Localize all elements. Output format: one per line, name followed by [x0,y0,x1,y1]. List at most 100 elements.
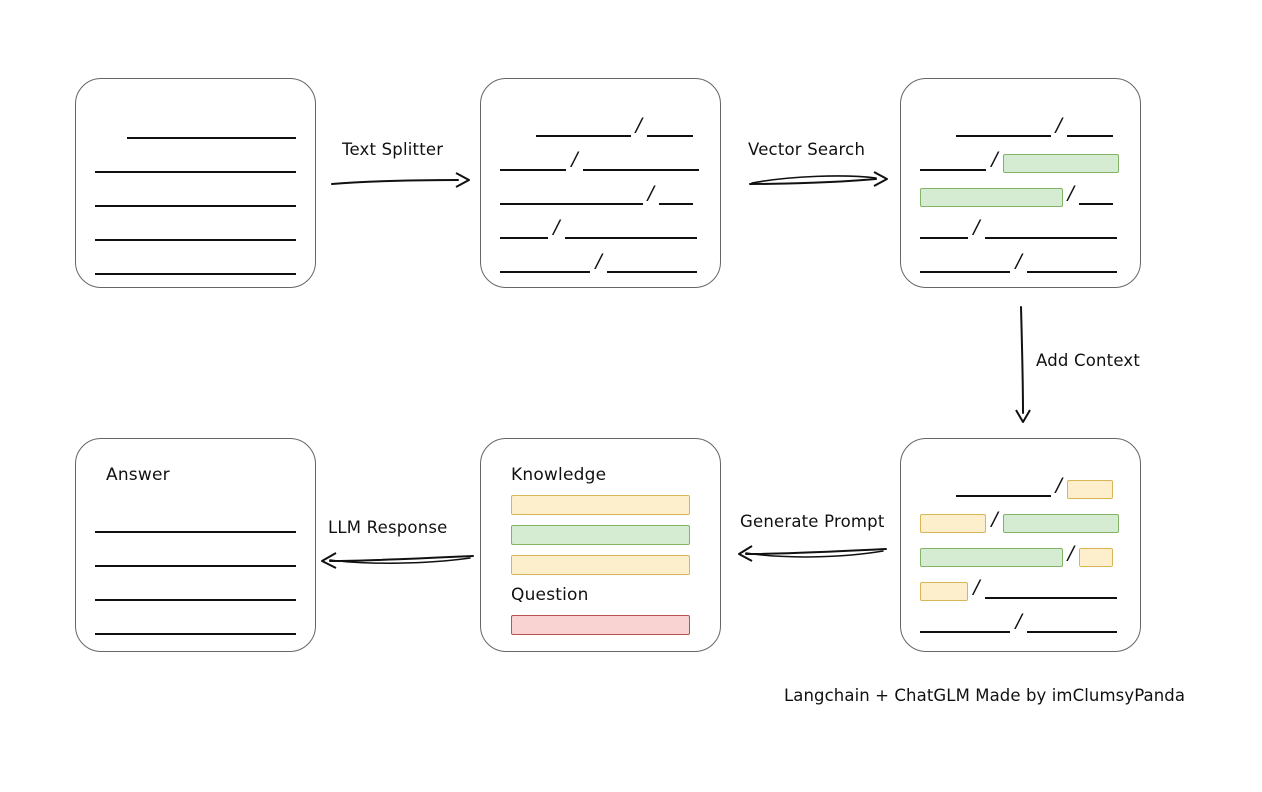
chunk-separator-slash: / [991,508,998,530]
text-line-row: / [920,508,1121,533]
text-line-row [95,511,296,533]
chunk-separator-slash: / [553,216,560,238]
text-line-row: / [920,183,1121,207]
highlighted-chunk-green [1002,154,1120,173]
text-line-row: / [920,115,1121,137]
text-line-row: / [920,217,1121,239]
text-line-segment [920,223,969,239]
text-line-segment [127,123,296,139]
text-line-row [95,253,296,275]
source-document-box[interactable] [75,78,316,288]
text-line-segment [984,583,1118,599]
text-line-row [95,613,296,635]
text-line-segment [920,155,987,171]
arrow-vector-search: Vector Search [748,140,888,190]
arrow-generate-prompt: Generate Prompt [738,512,893,562]
split-chunks-lines: / / / / / [500,79,701,287]
text-line-row: / [920,576,1121,601]
text-line-segment [956,481,1051,497]
text-line-segment [95,157,296,173]
split-chunks-box[interactable]: / / / / / [480,78,721,288]
prompt-bar-green [511,525,690,545]
line-indent-spacer [920,478,956,494]
chunk-separator-slash: / [571,148,578,170]
chunk-separator-slash: / [1055,114,1063,136]
text-line-row: / [920,611,1121,633]
arrow-vector-search-label: Vector Search [748,140,866,159]
highlighted-chunk-green [920,188,1063,207]
line-indent-spacer [95,120,127,136]
text-line-row [95,185,296,207]
text-line-segment [95,225,296,241]
text-line-segment [920,617,1011,633]
highlighted-chunk-yellow [920,514,987,533]
arrow-generate-prompt-line [738,545,887,562]
arrow-add-context: Add Context [1000,305,1170,425]
text-line-row: / [500,149,701,171]
text-line-row [95,545,296,567]
text-line-segment [95,259,296,275]
text-line-row: / [920,475,1121,499]
text-line-segment [647,121,694,137]
question-heading: Question [511,585,589,605]
knowledge-heading: Knowledge [511,465,607,485]
matched-chunks-box[interactable]: / / / / / [900,78,1141,288]
highlighted-chunk-green [920,548,1063,567]
arrow-text-splitter-label: Text Splitter [342,140,444,159]
chunk-separator-slash: / [973,576,980,598]
chunk-separator-slash: / [647,182,655,204]
chunk-separator-slash: / [1067,542,1075,564]
arrow-text-splitter-line [331,172,470,188]
arrow-llm-response: LLM Response [320,518,480,569]
text-line-segment [500,189,643,205]
prompt-bar-red [511,615,690,635]
text-line-row: / [920,251,1121,273]
prompt-bar-yellow [511,555,690,575]
text-line-row: / [920,149,1121,173]
text-line-segment [500,257,591,273]
text-line-segment [659,189,694,205]
text-line-segment [1079,189,1114,205]
text-line-segment [920,257,1011,273]
arrow-add-context-line [1015,306,1031,423]
text-line-segment [984,223,1118,239]
text-line-row [95,219,296,241]
highlighted-chunk-yellow [1067,480,1114,499]
text-line-segment [582,155,700,171]
context-chunks-box[interactable]: / / / / / [900,438,1141,652]
text-line-row [95,579,296,601]
highlighted-chunk-green [1002,514,1120,533]
chunk-separator-slash: / [973,216,980,238]
text-line-segment [95,517,296,533]
text-line-segment [606,257,698,273]
context-chunks-lines: / / / / / [920,439,1121,651]
text-line-row: / [500,115,701,137]
text-line-segment [536,121,631,137]
text-line-segment [956,121,1051,137]
footer-credit: Langchain + ChatGLM Made by imClumsyPand… [784,686,1186,705]
text-line-segment [564,223,698,239]
matched-chunks-lines: / / / / / [920,79,1121,287]
arrow-generate-prompt-label: Generate Prompt [740,512,885,531]
highlighted-chunk-yellow [1079,548,1114,567]
chunk-separator-slash: / [635,114,643,136]
text-line-row: / [500,251,701,273]
text-line-segment [95,551,296,567]
text-line-segment [500,155,567,171]
prompt-box[interactable]: Knowledge Question [480,438,721,652]
text-line-segment [500,223,549,239]
text-line-row [95,151,296,173]
chunk-separator-slash: / [1015,610,1022,632]
text-line-row: / [500,183,701,205]
line-indent-spacer [500,118,536,134]
text-line-row [95,117,296,139]
line-indent-spacer [920,118,956,134]
arrow-add-context-label: Add Context [1036,351,1141,370]
chunk-separator-slash: / [595,250,602,272]
arrow-llm-response-label: LLM Response [328,518,448,537]
highlighted-chunk-yellow [920,582,969,601]
arrow-vector-search-line [749,171,888,187]
text-line-segment [1026,257,1118,273]
answer-box[interactable]: Answer [75,438,316,652]
source-document-lines [95,79,296,287]
